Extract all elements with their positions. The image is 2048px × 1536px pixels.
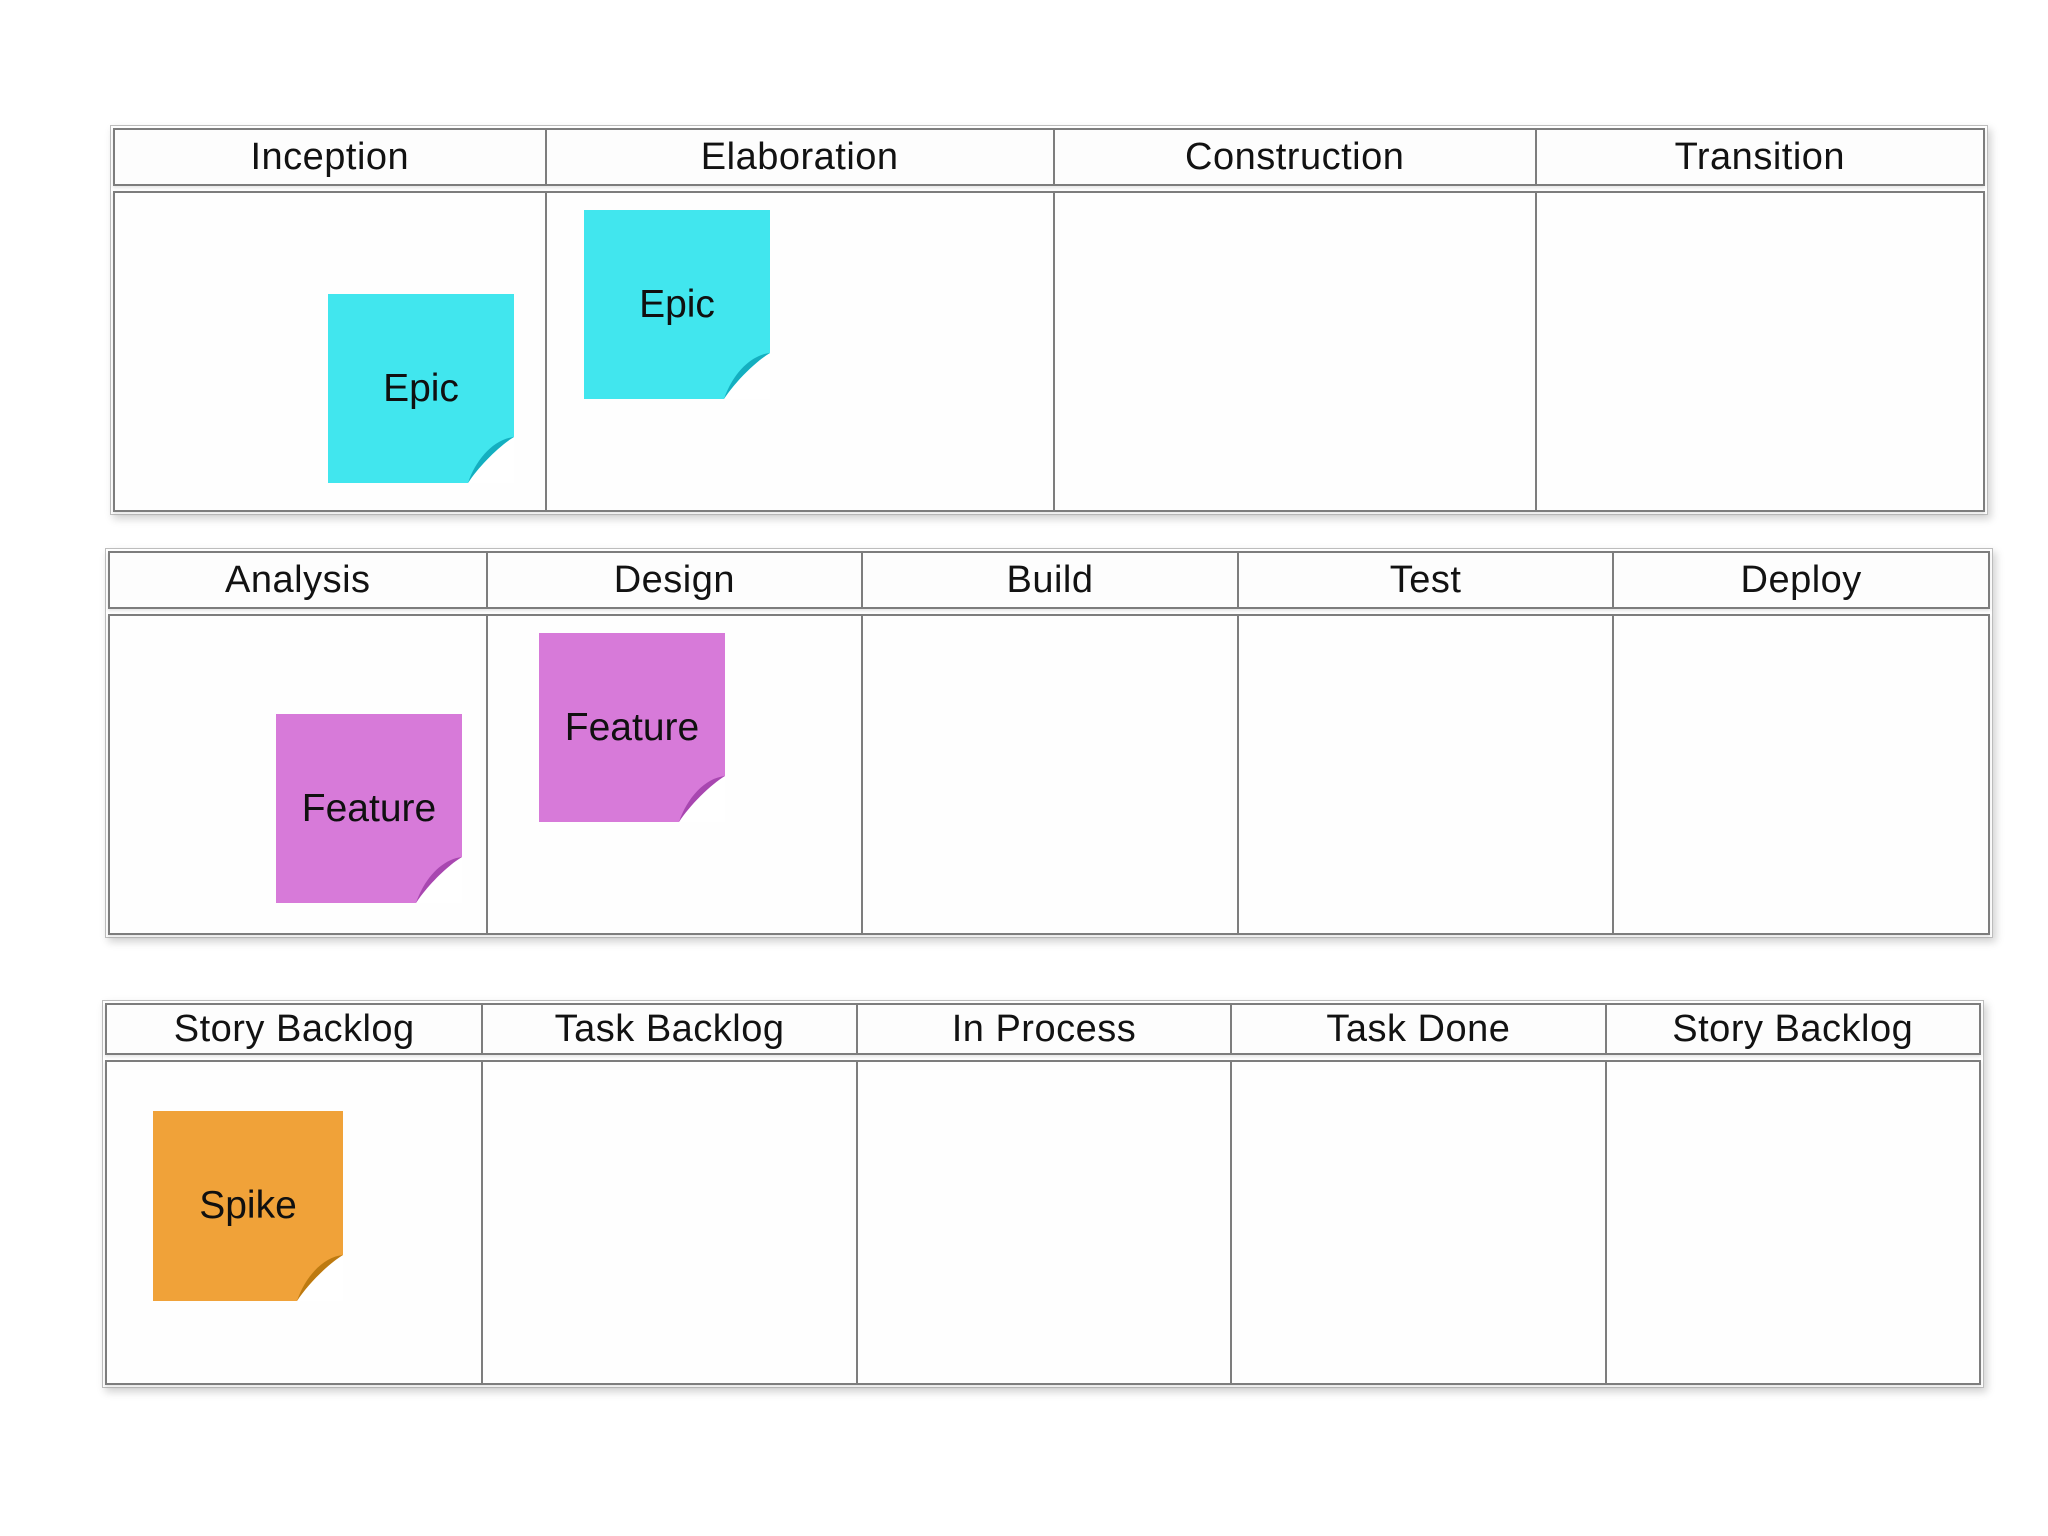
column-header-deploy: Deploy (1612, 553, 1988, 607)
folded-corner-icon (468, 437, 514, 483)
column-header-inception: Inception (250, 136, 410, 178)
note-label: Feature (564, 705, 700, 749)
note-label: Epic (383, 366, 459, 410)
column-header-build: Build (861, 553, 1237, 607)
column-cell-deploy (1612, 616, 1988, 933)
column-cell-design (485, 616, 862, 933)
column-header-task-backlog: Task Backlog (481, 1005, 855, 1053)
sticky-note-epic-elaboration[interactable]: Epic (584, 210, 770, 399)
kanban-table: Story Backlog Task Backlog In Process Ta… (102, 1000, 1984, 1388)
column-header-construction: Construction (1052, 130, 1535, 184)
delivery-steps-table: Analysis Design Build Test Deploy Featur… (105, 548, 1993, 938)
column-cell-task-backlog (481, 1062, 855, 1383)
column-header-story-backlog-2: Story Backlog (1604, 1005, 1979, 1053)
column-header-transition: Transition (1534, 130, 1983, 184)
column-cell-construction (1052, 193, 1535, 510)
column-cell-task-done (1230, 1062, 1604, 1383)
folded-corner-icon (297, 1255, 343, 1301)
delivery-steps-header-row: Analysis Design Build Test Deploy (108, 551, 1990, 609)
column-header-analysis: Analysis (225, 559, 371, 601)
column-cell-test (1236, 616, 1613, 933)
rup-phases-header-row: Inception Elaboration Construction Trans… (113, 128, 1985, 186)
column-header-test: Test (1236, 553, 1613, 607)
sticky-note-feature-design[interactable]: Feature (539, 633, 725, 822)
sticky-note-spike-story-backlog[interactable]: Spike (153, 1111, 343, 1301)
column-cell-elaboration (544, 193, 1053, 510)
sticky-note-feature-analysis[interactable]: Feature (276, 714, 462, 903)
note-label: Feature (301, 786, 437, 830)
column-header-elaboration: Elaboration (544, 130, 1053, 184)
folded-corner-icon (724, 353, 770, 399)
column-header-story-backlog: Story Backlog (173, 1008, 415, 1050)
column-header-design: Design (485, 553, 862, 607)
kanban-header-row: Story Backlog Task Backlog In Process Ta… (105, 1003, 1981, 1055)
kanban-body (105, 1060, 1981, 1385)
folded-corner-icon (416, 857, 462, 903)
column-cell-transition (1534, 193, 1983, 510)
column-cell-story-backlog-2 (1604, 1062, 1979, 1383)
folded-corner-icon (679, 776, 725, 822)
sticky-note-epic-inception[interactable]: Epic (328, 294, 514, 483)
column-header-task-done: Task Done (1230, 1005, 1604, 1053)
column-cell-build (861, 616, 1237, 933)
rup-phases-table: Inception Elaboration Construction Trans… (110, 125, 1988, 515)
column-header-in-process: In Process (855, 1005, 1230, 1053)
note-label: Epic (639, 282, 715, 326)
column-cell-in-process (855, 1062, 1230, 1383)
note-label: Spike (199, 1184, 297, 1227)
